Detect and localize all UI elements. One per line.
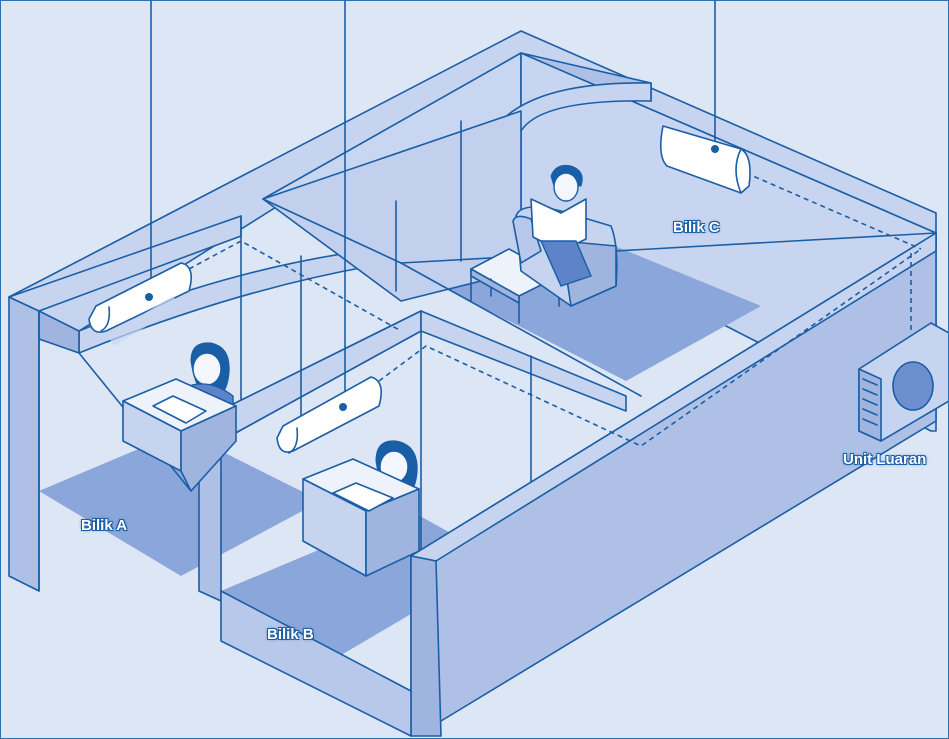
left-outer-wall — [9, 297, 39, 591]
room-b-label: Bilik B — [267, 626, 314, 643]
room-c-label: Bilik C — [673, 219, 720, 236]
outdoor-unit-label: Unit Luaran — [843, 451, 926, 468]
room-a-label: Bilik A — [81, 517, 127, 534]
